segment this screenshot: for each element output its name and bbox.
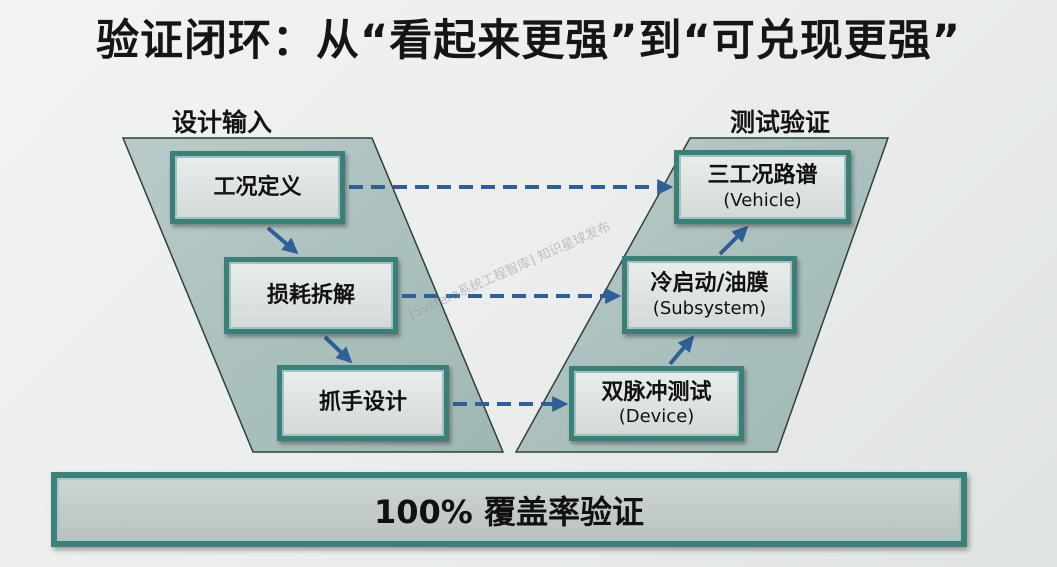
design-input-label: 设计输入 [172,108,273,137]
step-level: (Vehicle) [723,189,802,211]
step-label: 冷启动/油膜 [650,271,769,297]
coverage-bar: 100% 覆盖率验证 [51,472,967,547]
step-cold-start: 冷启动/油膜 (Subsystem) [622,256,797,334]
step-label: 工况定义 [213,174,302,200]
arrow-teardown-to-handle [323,335,353,364]
arrow-condition-to-teardown [266,226,299,255]
step-label: 双脉冲测试 [601,379,712,405]
arrow-coldstart-to-spectrum [718,225,749,256]
step-lever-design: 抓手设计 [277,365,449,441]
step-double-pulse: 双脉冲测试 (Device) [569,366,744,441]
step-label: 抓手设计 [318,390,407,416]
step-label: 损耗拆解 [266,282,355,308]
step-road-spectrum: 三工况路谱 (Vehicle) [674,150,851,224]
page-title: 验证闭环：从“看起来更强”到“可兑现更强” [95,16,962,66]
test-verification-label: 测试验证 [730,108,831,137]
coverage-label: 100% 覆盖率验证 [57,478,961,541]
step-level: (Subsystem) [652,297,767,319]
step-level: (Device) [618,406,695,428]
step-loss-breakdown: 损耗拆解 [224,257,398,334]
step-label: 三工况路谱 [707,163,818,189]
arrow-pulse-to-coldstart [668,335,695,366]
step-condition-definition: 工况定义 [170,151,345,224]
